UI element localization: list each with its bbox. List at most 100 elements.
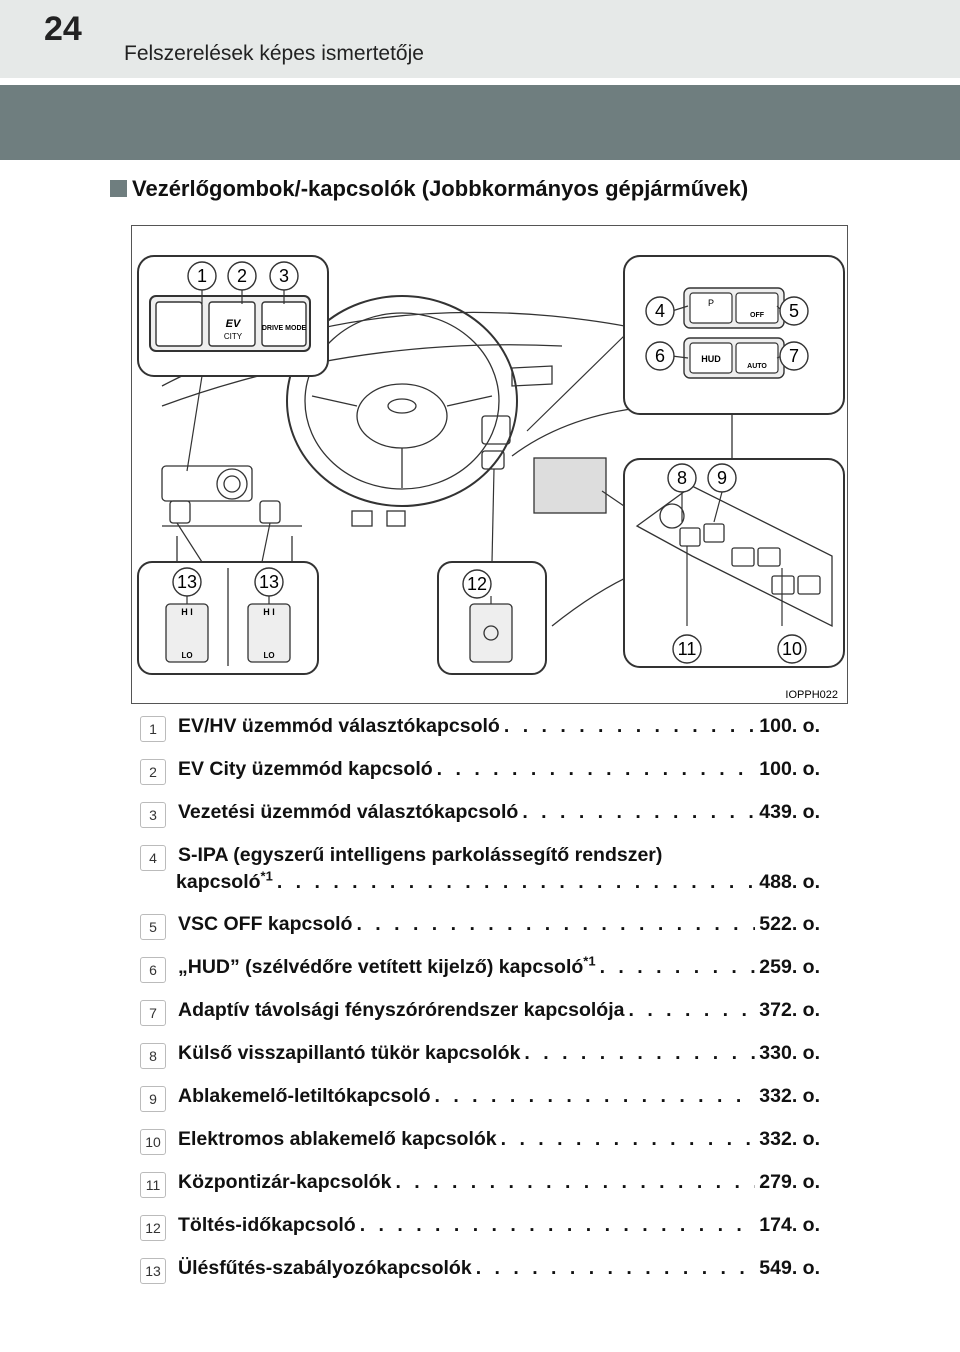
list-item: 11 Központizár-kapcsolók . . . . . . . .… <box>140 1169 820 1198</box>
section-bullet-icon <box>110 180 127 197</box>
item-label: EV City üzemmód kapcsoló <box>178 758 433 780</box>
list-item: 10 Elektromos ablakemelő kapcsolók . . .… <box>140 1126 820 1155</box>
callout-number: 4 <box>655 301 665 321</box>
callout-circle <box>667 463 697 493</box>
chapter-title: Felszerelések képes ismertetője <box>124 42 424 65</box>
page-reference: 372. o. <box>759 999 820 1021</box>
item-number-badge: 4 <box>140 845 166 871</box>
item-label: Központizár-kapcsolók <box>178 1171 392 1193</box>
callout-number: 5 <box>789 301 799 321</box>
item-number-badge: 1 <box>140 716 166 742</box>
p-button-text: P <box>708 298 714 308</box>
header-bar <box>0 0 960 78</box>
item-number-badge: 5 <box>140 914 166 940</box>
page-reference: 174. o. <box>759 1214 820 1236</box>
figure-code: IOPPH022 <box>785 689 838 701</box>
leader-dots: . . . . . . . . . . . . . . . . . . . . … <box>522 801 755 823</box>
callout-circle <box>645 296 675 326</box>
callout-number: 9 <box>717 468 727 488</box>
item-number-badge: 8 <box>140 1043 166 1069</box>
callout-number: 10 <box>782 639 802 659</box>
item-number-badge: 2 <box>140 759 166 785</box>
footnote-marker: *1 <box>583 953 596 969</box>
callout-number: 13 <box>177 572 197 592</box>
off-button-text: OFF <box>750 312 765 319</box>
page-reference: 100. o. <box>759 758 820 780</box>
page-number: 24 <box>44 10 82 48</box>
item-number-badge: 13 <box>140 1258 166 1284</box>
seat-heat-right-hi: H I <box>263 607 275 617</box>
page-reference: 549. o. <box>759 1257 820 1279</box>
item-label: Elektromos ablakemelő kapcsolók <box>178 1128 497 1150</box>
leader-dots: . . . . . . . . . . . . . . . . . . . . … <box>524 1042 755 1064</box>
callout-number: 12 <box>467 574 487 594</box>
item-label: „HUD” (szélvédőre vetített kijelző) kapc… <box>178 953 596 979</box>
callout-circle <box>254 567 284 597</box>
leader-dots: . . . . . . . . . . . . . . . . . . . . … <box>359 1214 756 1236</box>
item-number-badge: 9 <box>140 1086 166 1112</box>
callout-circle <box>779 341 809 371</box>
ev-button-text: EV <box>226 318 242 330</box>
leader-dots: . . . . . . . . . . . . . . . . . . . . … <box>599 956 756 978</box>
item-label-continued: kapcsoló*1 <box>176 868 273 894</box>
page-reference: 100. o. <box>759 715 820 737</box>
callout-circle <box>462 569 492 599</box>
item-label: Töltés-időkapcsoló <box>178 1214 356 1236</box>
callout-number: 2 <box>237 266 247 286</box>
page-reference: 439. o. <box>759 801 820 823</box>
page-reference: 332. o. <box>759 1128 820 1150</box>
seat-heat-left-lo: LO <box>181 651 192 660</box>
list-item: 13 Ülésfűtés-szabályozókapcsolók . . . .… <box>140 1255 820 1284</box>
list-item: 3 Vezetési üzemmód választókapcsoló . . … <box>140 799 820 828</box>
section-title: Vezérlőgombok/-kapcsolók (Jobbkormányos … <box>132 176 749 201</box>
page-reference: 332. o. <box>759 1085 820 1107</box>
item-label: VSC OFF kapcsoló <box>178 913 353 935</box>
seat-heat-left-hi: H I <box>181 607 193 617</box>
item-label: Ülésfűtés-szabályozókapcsolók <box>178 1257 472 1279</box>
callout-circle <box>187 261 217 291</box>
item-label: EV/HV üzemmód választókapcsoló <box>178 715 500 737</box>
header-band <box>0 85 960 160</box>
callout-circle <box>779 296 809 326</box>
page-reference: 279. o. <box>759 1171 820 1193</box>
seat-heat-right-lo: LO <box>263 651 274 660</box>
callout-circle <box>672 634 702 664</box>
item-label: Külső visszapillantó tükör kapcsolók <box>178 1042 521 1064</box>
leader-dots: . . . . . . . . . . . . . . . . . . . . … <box>395 1171 755 1193</box>
list-item: 1 EV/HV üzemmód választókapcsoló . . . .… <box>140 713 820 742</box>
leader-dots: . . . . . . . . . . . . . . . . . . . . … <box>503 715 755 737</box>
list-item: 9 Ablakemelő-letiltókapcsoló . . . . . .… <box>140 1083 820 1112</box>
page-reference: 522. o. <box>759 913 820 935</box>
callout-number: 7 <box>789 346 799 366</box>
callout-circle <box>707 463 737 493</box>
list-item: 6 „HUD” (szélvédőre vetített kijelző) ka… <box>140 953 820 983</box>
drive-mode-button-text: DRIVE MODE <box>262 325 307 332</box>
list-item: 5 VSC OFF kapcsoló . . . . . . . . . . .… <box>140 911 820 940</box>
leader-dots: . . . . . . . . . . . . . . . . . . . . … <box>436 758 756 780</box>
callout-circle <box>227 261 257 291</box>
leader-dots: . . . . . . . . . . . . . . . . . . . . <box>628 999 755 1021</box>
page-reference: 330. o. <box>759 1042 820 1064</box>
page-reference: 259. o. <box>759 956 820 978</box>
item-number-badge: 10 <box>140 1129 166 1155</box>
city-button-text: CITY <box>224 332 243 341</box>
item-label: Ablakemelő-letiltókapcsoló <box>178 1085 431 1107</box>
callout-number: 8 <box>677 468 687 488</box>
list-item: 12 Töltés-időkapcsoló . . . . . . . . . … <box>140 1212 820 1241</box>
leader-dots: . . . . . . . . . . . . . . . . . . . . … <box>434 1085 755 1107</box>
control-list: 1 EV/HV üzemmód választókapcsoló . . . .… <box>140 713 820 1298</box>
list-item: 7 Adaptív távolsági fényszórórendszer ka… <box>140 997 820 1026</box>
leader-dots: . . . . . . . . . . . . . . . . . . . . … <box>500 1128 756 1150</box>
item-number-badge: 3 <box>140 802 166 828</box>
footnote-marker: *1 <box>260 868 273 884</box>
controls-illustration: EV CITY DRIVE MODE P OFF HUD AUTO <box>131 225 848 704</box>
auto-button-text: AUTO <box>747 363 767 370</box>
leader-dots: . . . . . . . . . . . . . . . . . . . . … <box>276 871 755 893</box>
item-number-badge: 7 <box>140 1000 166 1026</box>
callout-number: 1 <box>197 266 207 286</box>
callout-number: 6 <box>655 346 665 366</box>
callout-circle <box>172 567 202 597</box>
list-item: 2 EV City üzemmód kapcsoló . . . . . . .… <box>140 756 820 785</box>
list-item: 8 Külső visszapillantó tükör kapcsolók .… <box>140 1040 820 1069</box>
item-label: S-IPA (egyszerű intelligens parkolássegí… <box>178 844 663 866</box>
